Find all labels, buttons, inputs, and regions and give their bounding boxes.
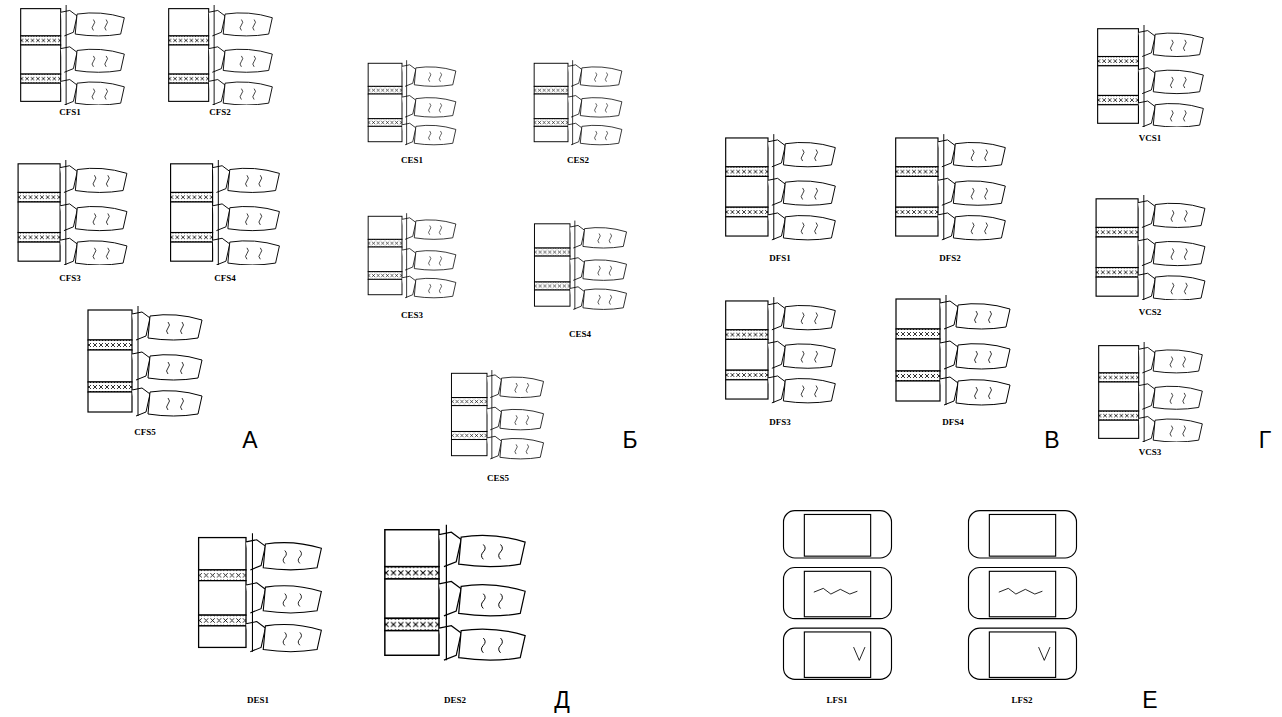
figure-label: CES5 (487, 473, 509, 483)
figure-label: DFS1 (769, 253, 791, 263)
vertebra-figure (88, 306, 202, 416)
figure-label: DFS4 (942, 417, 964, 427)
figure-label: CFS3 (59, 273, 81, 283)
figure-label: DFS3 (769, 417, 791, 427)
vertebra-figure (896, 134, 1006, 240)
vertebra-figure (451, 370, 543, 459)
vertebra-figure (199, 533, 322, 651)
figure-label: VCS3 (1139, 447, 1162, 457)
vertebra-figure (1099, 342, 1203, 442)
vertebra-figure (171, 160, 280, 265)
vertebra-figure (896, 295, 1010, 405)
panel-letter: В (1044, 427, 1059, 454)
figure-label: VCS2 (1139, 307, 1162, 317)
vertebra-figure (726, 297, 836, 403)
vertebra-front-view (784, 511, 892, 680)
figure-label: DES2 (444, 695, 466, 705)
vertebra-figure (726, 134, 836, 240)
panel-v-figures (726, 134, 1010, 405)
vertebra-figure (1098, 25, 1204, 127)
panel-letter: Б (622, 427, 637, 454)
vertebra-figure (534, 60, 622, 145)
panel-letter: Д (554, 687, 570, 714)
figure-label: CES2 (567, 155, 589, 165)
figure-label: CFS1 (59, 107, 81, 117)
figure-label: CES4 (569, 329, 591, 339)
vertebra-figure (368, 213, 456, 298)
figure-label: LFS1 (826, 695, 847, 705)
vertebra-figure (385, 525, 525, 660)
panel-letter: А (242, 427, 257, 454)
panel-g-figures (1096, 25, 1205, 442)
panel-b-figures (368, 60, 626, 459)
panel-letter: Е (1142, 687, 1157, 714)
figure-label: DES1 (247, 695, 269, 705)
vertebra-figure (18, 160, 127, 265)
vertebra-front-view (969, 511, 1077, 680)
panel-e-figures (784, 511, 1077, 680)
panel-d-figures (199, 525, 526, 660)
figure-label: DFS2 (939, 253, 961, 263)
figure-label: VCS1 (1139, 133, 1162, 143)
panel-letter: Г (1259, 427, 1271, 454)
vertebra-figure (1096, 195, 1205, 300)
figure-label: CFS4 (214, 273, 236, 283)
vertebra-figure (169, 5, 273, 105)
figure-label: LFS2 (1011, 695, 1032, 705)
vertebra-figure (21, 5, 125, 105)
figure-label: CFS5 (134, 427, 156, 437)
vertebra-figure (534, 221, 626, 310)
figure-label: CES3 (401, 310, 423, 320)
panel-a-figures (18, 5, 279, 416)
figure-label: CFS2 (209, 107, 231, 117)
figure-label: CES1 (401, 155, 423, 165)
vertebra-figure (368, 60, 456, 145)
